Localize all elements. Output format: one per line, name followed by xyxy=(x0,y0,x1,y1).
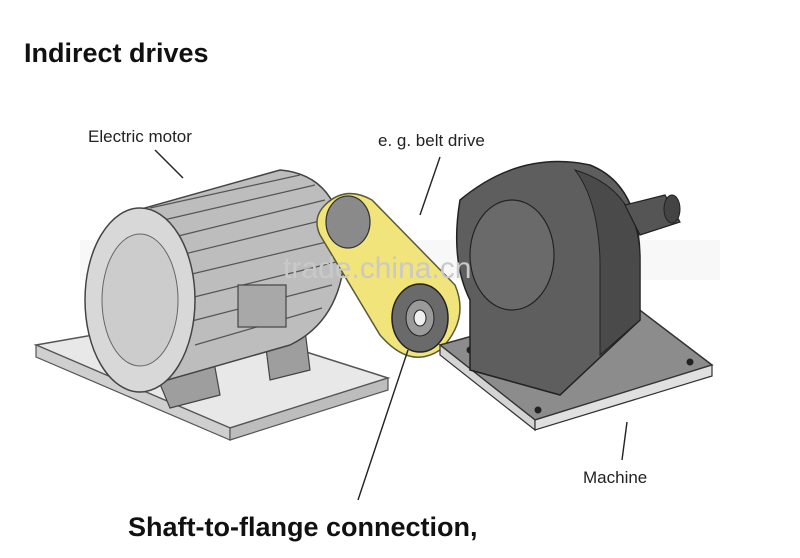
page-title: Indirect drives xyxy=(24,38,209,68)
label-belt-drive: e. g. belt drive xyxy=(378,131,485,150)
watermark: trade.china.cn xyxy=(283,252,472,285)
motor-leader-line xyxy=(154,149,184,179)
connection-leader-line xyxy=(357,349,409,501)
motor-pulley xyxy=(325,195,371,249)
machine-leader-line xyxy=(621,421,628,461)
label-machine: Machine xyxy=(583,468,648,487)
label-electric-motor: Electric motor xyxy=(88,127,192,146)
bottom-caption: Shaft-to-flange connection, xyxy=(128,512,478,542)
motor-terminal-box xyxy=(237,284,287,328)
belt-leader-line xyxy=(419,156,441,216)
